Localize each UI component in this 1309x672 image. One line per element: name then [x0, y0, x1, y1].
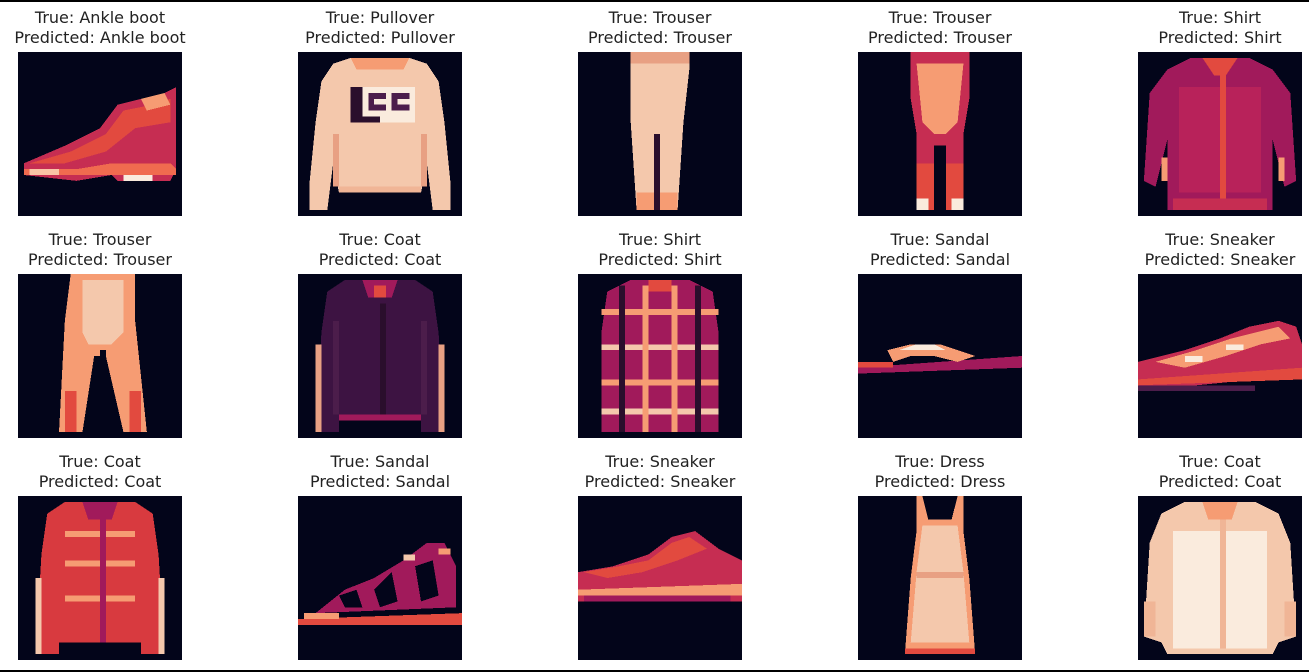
- true-label: True: Shirt: [1178, 8, 1262, 27]
- predicted-label: Predicted: Ankle boot: [14, 28, 186, 47]
- cell-caption: True: Shirt Predicted: Shirt: [530, 230, 790, 270]
- plaid-shirt-image: [578, 274, 742, 438]
- cell-caption: True: Pullover Predicted: Pullover: [250, 8, 510, 48]
- grid-cell: True: Trouser Predicted: Trouser: [810, 8, 1070, 228]
- pullover-image: [298, 52, 462, 216]
- trouser-image: [18, 274, 182, 438]
- grid-cell: True: Sandal Predicted: Sandal: [250, 452, 510, 672]
- cell-caption: True: Trouser Predicted: Trouser: [530, 8, 790, 48]
- true-label: True: Pullover: [325, 8, 435, 27]
- trouser-image: [858, 52, 1022, 216]
- predicted-label: Predicted: Coat: [318, 250, 442, 269]
- cell-caption: True: Sandal Predicted: Sandal: [810, 230, 1070, 270]
- trouser-image: [578, 52, 742, 216]
- true-label: True: Sneaker: [1165, 230, 1275, 249]
- coat-image: [1138, 496, 1302, 660]
- predicted-label: Predicted: Sneaker: [1144, 250, 1296, 269]
- grid-cell: True: Trouser Predicted: Trouser: [0, 230, 230, 450]
- true-label: True: Coat: [59, 452, 141, 471]
- predicted-label: Predicted: Sandal: [869, 250, 1011, 269]
- cell-caption: True: Sneaker Predicted: Sneaker: [1090, 230, 1309, 270]
- true-label: True: Coat: [339, 230, 421, 249]
- cell-caption: True: Trouser Predicted: Trouser: [810, 8, 1070, 48]
- grid-cell: True: Sneaker Predicted: Sneaker: [530, 452, 790, 672]
- coat-image: [298, 274, 462, 438]
- true-label: True: Sandal: [890, 230, 990, 249]
- predicted-label: Predicted: Pullover: [305, 28, 455, 47]
- bottom-border-line: [0, 670, 1309, 672]
- predicted-label: Predicted: Coat: [38, 472, 162, 491]
- true-label: True: Sandal: [330, 452, 430, 471]
- grid-cell: True: Ankle boot Predicted: Ankle boot: [0, 8, 230, 228]
- true-label: True: Trouser: [48, 230, 152, 249]
- cell-caption: True: Coat Predicted: Coat: [250, 230, 510, 270]
- dress-image: [858, 496, 1022, 660]
- predicted-label: Predicted: Trouser: [868, 28, 1012, 47]
- true-label: True: Shirt: [618, 230, 702, 249]
- true-label: True: Ankle boot: [34, 8, 166, 27]
- grid-cell: True: Dress Predicted: Dress: [810, 452, 1070, 672]
- coat-image: [18, 496, 182, 660]
- sandal-image: [858, 274, 1022, 438]
- true-label: True: Coat: [1179, 452, 1261, 471]
- true-label: True: Trouser: [888, 8, 992, 27]
- cell-caption: True: Sandal Predicted: Sandal: [250, 452, 510, 492]
- predicted-label: Predicted: Dress: [874, 472, 1006, 491]
- cell-caption: True: Ankle boot Predicted: Ankle boot: [0, 8, 230, 48]
- predicted-label: Predicted: Trouser: [588, 28, 732, 47]
- cell-caption: True: Sneaker Predicted: Sneaker: [530, 452, 790, 492]
- cell-caption: True: Coat Predicted: Coat: [1090, 452, 1309, 492]
- sneaker-image: [578, 496, 742, 660]
- sneaker-image: [1138, 274, 1302, 438]
- predicted-label: Predicted: Coat: [1158, 472, 1282, 491]
- true-label: True: Dress: [895, 452, 985, 471]
- grid-cell: True: Coat Predicted: Coat: [1090, 452, 1309, 672]
- true-label: True: Sneaker: [605, 452, 715, 471]
- grid-cell: True: Coat Predicted: Coat: [0, 452, 230, 672]
- grid-cell: True: Coat Predicted: Coat: [250, 230, 510, 450]
- cell-caption: True: Shirt Predicted: Shirt: [1090, 8, 1309, 48]
- grid-cell: True: Shirt Predicted: Shirt: [1090, 8, 1309, 228]
- grid-cell: True: Shirt Predicted: Shirt: [530, 230, 790, 450]
- true-label: True: Trouser: [608, 8, 712, 27]
- predicted-label: Predicted: Sneaker: [584, 472, 736, 491]
- top-border-line: [0, 0, 1309, 2]
- grid-cell: True: Sneaker Predicted: Sneaker: [1090, 230, 1309, 450]
- cell-caption: True: Trouser Predicted: Trouser: [0, 230, 230, 270]
- predicted-label: Predicted: Trouser: [28, 250, 172, 269]
- cell-caption: True: Coat Predicted: Coat: [0, 452, 230, 492]
- predicted-label: Predicted: Shirt: [1158, 28, 1282, 47]
- grid-cell: True: Pullover Predicted: Pullover: [250, 8, 510, 228]
- predicted-label: Predicted: Shirt: [598, 250, 722, 269]
- cell-caption: True: Dress Predicted: Dress: [810, 452, 1070, 492]
- sandal-image: [298, 496, 462, 660]
- grid-cell: True: Sandal Predicted: Sandal: [810, 230, 1070, 450]
- shirt-image: [1138, 52, 1302, 216]
- grid-cell: True: Trouser Predicted: Trouser: [530, 8, 790, 228]
- predicted-label: Predicted: Sandal: [309, 472, 451, 491]
- ankle-boot-image: [18, 52, 182, 216]
